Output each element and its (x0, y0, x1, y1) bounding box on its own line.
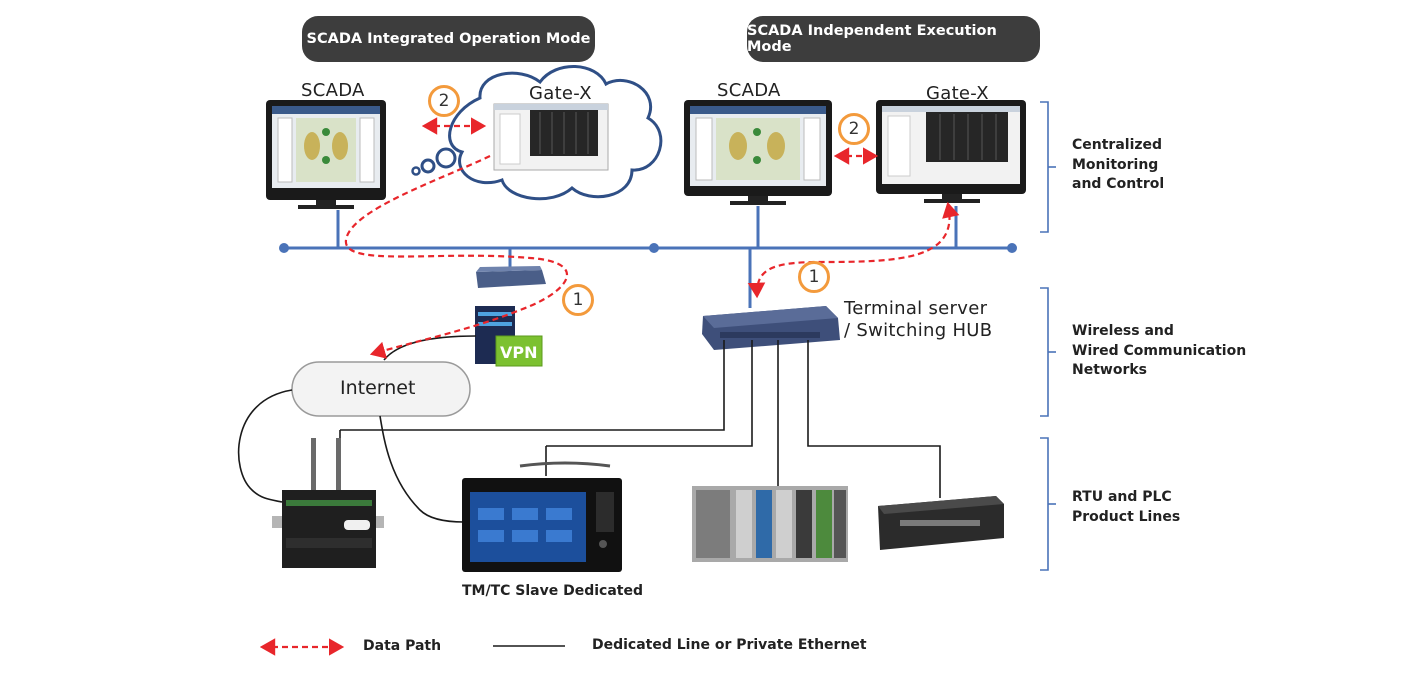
legend-dedicated-line-label: Dedicated Line or Private Ethernet (592, 637, 867, 653)
vpn-label: VPN (500, 343, 538, 362)
gatex-right-label: Gate-X (926, 83, 989, 104)
step-1-right: 1 (798, 261, 830, 293)
scada-right-label: SCADA (717, 80, 781, 101)
bracket-network (1040, 287, 1049, 417)
terminal-server-label-2: / Switching HUB (844, 320, 993, 341)
step-1-left: 1 (562, 284, 594, 316)
compact-plc (878, 496, 1004, 550)
gatex-cloud-left (411, 65, 663, 201)
independent-mode-title: SCADA Independent Execution Mode (747, 16, 1040, 62)
internet-label: Internet (340, 377, 416, 399)
tier-network-line-2: Wired Communication (1072, 342, 1247, 359)
tier-network-line-1: Wireless and (1072, 323, 1174, 339)
plc-rack (692, 486, 848, 562)
step-2-left: 2 (428, 85, 460, 117)
data-paths (344, 117, 960, 359)
terminal-server-switch (702, 306, 840, 350)
tier-products-line-1: RTU and PLC (1072, 489, 1172, 505)
internet-cloud (291, 361, 471, 417)
gatex-monitor-right (876, 100, 1026, 203)
tier-products-line-2: Product Lines (1072, 508, 1181, 525)
tmtc-panel (462, 461, 622, 572)
tier-brackets (1040, 101, 1056, 571)
data-path-gatex-switch (747, 201, 960, 299)
step-2-right: 2 (838, 113, 870, 145)
terminal-server-label-1: Terminal server (844, 298, 988, 319)
bracket-control (1040, 101, 1049, 233)
legend-data-path: Data Path (363, 638, 442, 654)
tmtc-label: TM/TC Slave Dedicated (462, 583, 644, 599)
scada-monitor-right (684, 100, 832, 205)
tier-network-line-3: Networks (1072, 362, 1148, 378)
gatex-left-label: Gate-X (529, 83, 592, 104)
tier-products-label: RTU and PLC Product Lines (1072, 488, 1180, 527)
tier-control-line-3: and Control (1072, 176, 1165, 192)
data-path-cloud-internet (344, 155, 568, 359)
rtu-device (272, 438, 384, 568)
router-device (476, 266, 546, 288)
scada-monitor-left (266, 100, 386, 209)
scada-left-label: SCADA (301, 80, 365, 101)
integrated-mode-title: SCADA Integrated Operation Mode (302, 16, 595, 62)
bracket-products (1040, 437, 1049, 571)
tier-network-label: Wireless and Wired Communication Network… (1072, 322, 1246, 381)
tier-control-line-2: Monitoring (1072, 156, 1159, 173)
vpn-server (475, 306, 543, 367)
tier-control-line-1: Centralized (1072, 137, 1163, 153)
tier-control-label: Centralized Monitoring and Control (1072, 136, 1164, 195)
